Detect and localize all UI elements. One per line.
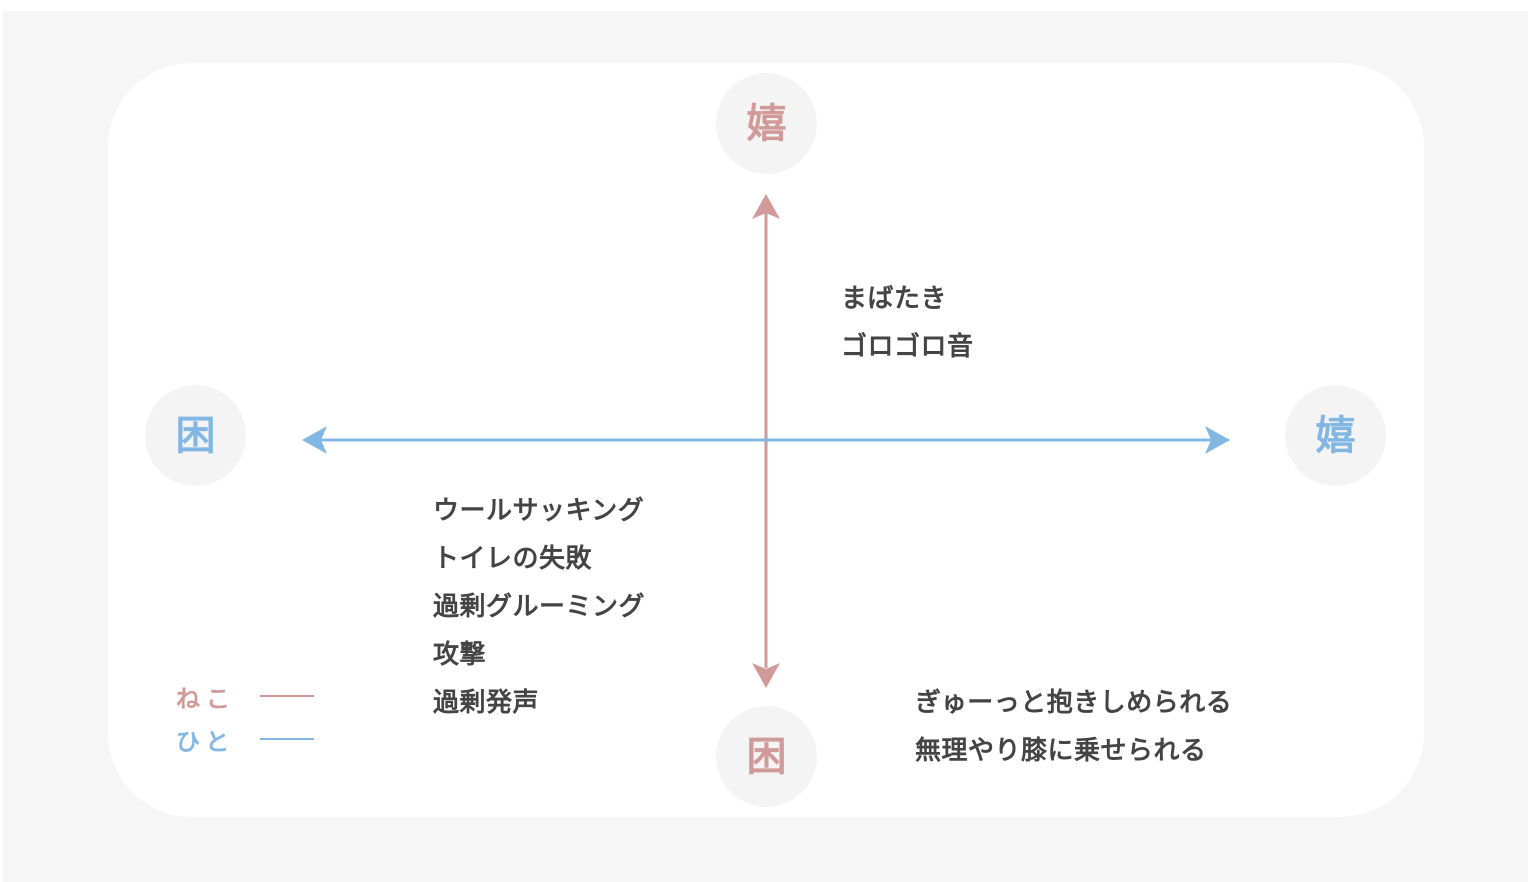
legend-cat: ねこ [176,681,314,713]
upper-right-quadrant-list: まばたき ゴロゴロ音 [841,275,974,371]
legend-cat-label: ねこ [176,684,236,713]
list-item: ぎゅーっと抱きしめられる [915,688,1233,718]
list-item: ゴロゴロ音 [841,332,974,362]
list-item: まばたき [841,284,948,314]
human-troubled-pole: 困 [145,385,246,486]
cat-happy-pole: 嬉 [716,73,817,174]
human-axis-arrow-left [302,426,327,454]
human-happy-label: 嬉 [1315,412,1356,459]
cat-troubled-pole: 困 [716,706,817,807]
lower-left-quadrant-list: ウールサッキング トイレの失敗 過剰グルーミング 攻撃 過剰発声 [433,487,645,727]
legend-human-line [260,738,314,740]
cat-axis-arrow-up [752,194,780,219]
legend-human-label: ひと [176,727,236,756]
cat-troubled-label: 困 [746,733,787,780]
list-item: 攻撃 [433,640,487,670]
cat-axis-arrow-down [752,663,780,688]
list-item: トイレの失敗 [433,544,593,574]
legend-cat-line [260,695,314,697]
human-happy-pole: 嬉 [1285,385,1386,486]
cat-happy-label: 嬉 [746,100,787,147]
human-troubled-label: 困 [175,412,216,459]
list-item: 無理やり膝に乗せられる [915,736,1207,766]
lower-right-quadrant-list: ぎゅーっと抱きしめられる 無理やり膝に乗せられる [915,679,1232,775]
legend-human: ひと [176,724,314,756]
list-item: 過剰グルーミング [433,592,646,622]
human-axis-arrow-right [1205,426,1230,454]
list-item: 過剰発声 [433,688,540,718]
list-item: ウールサッキング [433,496,645,526]
